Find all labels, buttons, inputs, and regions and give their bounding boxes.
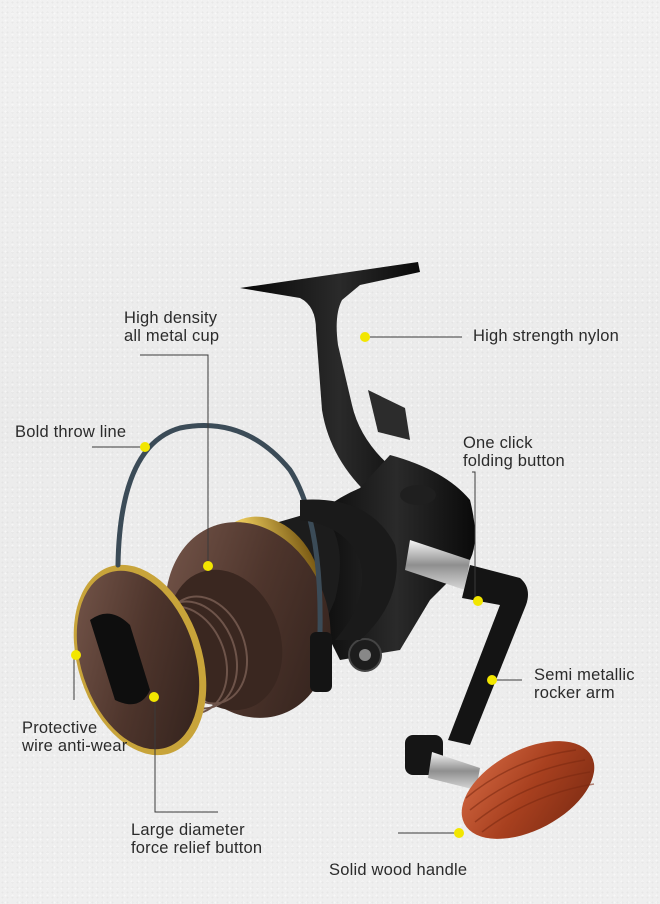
front-cap	[73, 564, 207, 756]
marker-wood-handle	[454, 828, 464, 838]
callout-semi-metallic: Semi metallic rocker arm	[534, 666, 635, 702]
callout-high-strength: High strength nylon	[473, 327, 619, 345]
bail-wire	[115, 423, 323, 635]
bail-arm	[310, 632, 332, 692]
marker-throw-line	[140, 442, 150, 452]
marker-nylon	[360, 332, 370, 342]
callout-protective: Protective wire anti-wear	[22, 719, 128, 755]
callout-large-diameter: Large diameter force relief button	[131, 821, 263, 857]
wood-knob	[461, 741, 595, 839]
handle-arm	[405, 540, 528, 790]
callout-solid-wood: Solid wood handle	[329, 861, 468, 879]
spool	[141, 510, 340, 718]
marker-metal-cup	[203, 561, 213, 571]
reel-foot	[240, 262, 420, 498]
marker-relief-button	[149, 692, 159, 702]
callout-high-density: High density all metal cup	[124, 309, 220, 345]
callout-markers	[71, 332, 497, 838]
marker-folding-button	[473, 596, 483, 606]
callout-one-click: One click folding button	[463, 434, 565, 470]
rotor-arm	[300, 499, 397, 640]
callout-bold-throw: Bold throw line	[15, 423, 127, 441]
marker-rocker-arm	[487, 675, 497, 685]
marker-wire-anti-wear	[71, 650, 81, 660]
